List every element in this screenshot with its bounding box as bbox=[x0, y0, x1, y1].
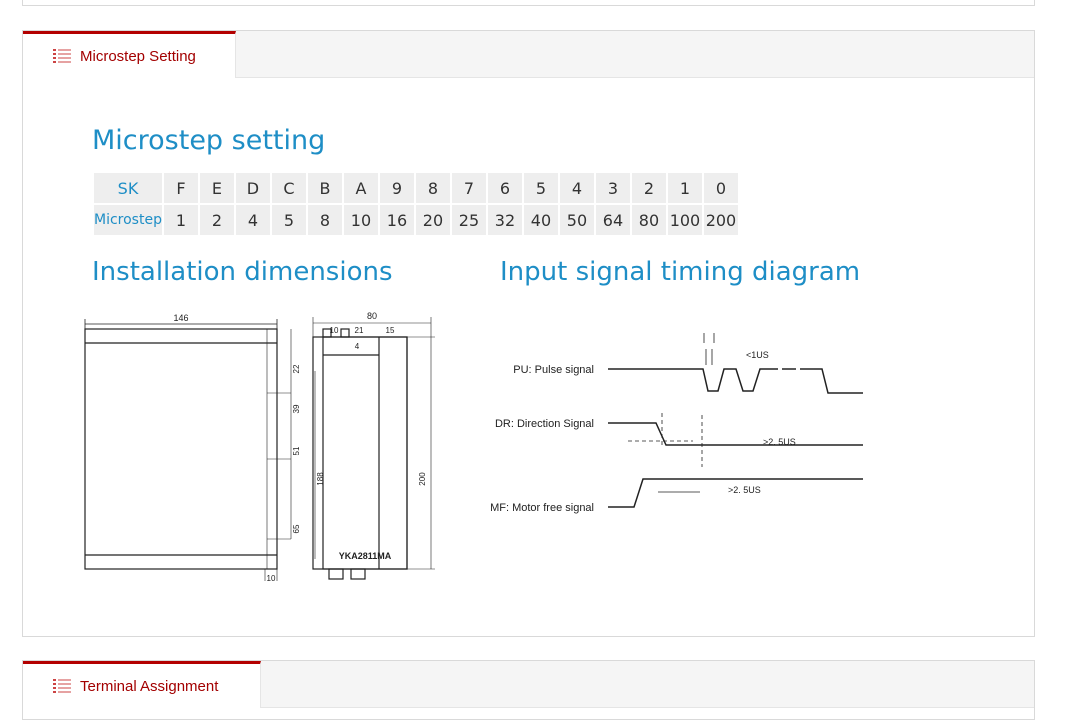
table-cell: 25 bbox=[451, 205, 486, 235]
dim-d: 4 bbox=[355, 342, 360, 351]
previous-panel bbox=[22, 0, 1035, 6]
table-cell: 6 bbox=[487, 173, 522, 203]
table-cell: 5 bbox=[271, 205, 306, 235]
table-cell: 7 bbox=[451, 173, 486, 203]
dim-188: 188 bbox=[316, 472, 325, 486]
model-label: YKA2811MA bbox=[339, 551, 392, 561]
dr-label: DR: Direction Signal bbox=[495, 418, 594, 430]
table-row: SK F E D C B A 9 8 7 6 5 4 3 2 1 0 bbox=[94, 173, 738, 203]
terminal-panel: Terminal Assignment bbox=[22, 660, 1035, 720]
timing-gt25us: >2. 5US bbox=[763, 437, 796, 447]
table-cell: 10 bbox=[343, 205, 378, 235]
table-cell: 200 bbox=[703, 205, 738, 235]
table-cell: A bbox=[343, 173, 378, 203]
dim-a: 10 bbox=[330, 326, 339, 335]
table-row: Microstep 1 2 4 5 8 10 16 20 25 32 40 50… bbox=[94, 205, 738, 235]
dim-c: 15 bbox=[386, 326, 395, 335]
table-cell: 80 bbox=[631, 205, 666, 235]
table-cell: 3 bbox=[595, 173, 630, 203]
timing-diagram: PU: Pulse signal DR: Direction Signal MF… bbox=[490, 333, 863, 514]
table-cell: 9 bbox=[379, 173, 414, 203]
tab-terminal-assignment[interactable]: Terminal Assignment bbox=[23, 661, 261, 708]
table-cell: 50 bbox=[559, 205, 594, 235]
dim-39: 39 bbox=[292, 404, 301, 413]
table-cell: 0 bbox=[703, 173, 738, 203]
installation-dimensions-drawing: 146 80 10 21 15 4 22 39 51 65 188 200 10… bbox=[84, 311, 435, 583]
table-cell: 16 bbox=[379, 205, 414, 235]
table-cell: 20 bbox=[415, 205, 450, 235]
dim-22: 22 bbox=[292, 364, 301, 373]
table-cell: F bbox=[163, 173, 198, 203]
table-cell: E bbox=[199, 173, 234, 203]
table-cell: 8 bbox=[415, 173, 450, 203]
table-cell: 1 bbox=[163, 205, 198, 235]
microstep-table: SK F E D C B A 9 8 7 6 5 4 3 2 1 0 Micro… bbox=[92, 171, 740, 237]
table-cell: 1 bbox=[667, 173, 702, 203]
table-cell: 5 bbox=[523, 173, 558, 203]
dim-10: 10 bbox=[267, 574, 276, 583]
table-cell: 4 bbox=[559, 173, 594, 203]
mf-label: MF: Motor free signal bbox=[490, 502, 594, 514]
table-row-header: SK bbox=[94, 173, 162, 203]
dim-width: 146 bbox=[173, 313, 188, 323]
table-row-header: Microstep bbox=[94, 205, 162, 235]
table-cell: 40 bbox=[523, 205, 558, 235]
dim-65: 65 bbox=[292, 524, 301, 533]
table-cell: 8 bbox=[307, 205, 342, 235]
tab-label: Terminal Assignment bbox=[80, 677, 219, 695]
dim-b: 21 bbox=[355, 326, 364, 335]
table-cell: 100 bbox=[667, 205, 702, 235]
tab-label: Microstep Setting bbox=[80, 47, 196, 65]
installation-heading: Installation dimensions bbox=[92, 257, 393, 287]
table-cell: 2 bbox=[199, 205, 234, 235]
dim-top: 80 bbox=[367, 311, 377, 321]
table-cell: C bbox=[271, 173, 306, 203]
list-icon bbox=[53, 679, 71, 693]
table-cell: 64 bbox=[595, 205, 630, 235]
timing-lt1us: <1US bbox=[746, 350, 769, 360]
table-cell: 32 bbox=[487, 205, 522, 235]
dim-51: 51 bbox=[292, 446, 301, 455]
list-icon bbox=[53, 49, 71, 63]
timing-gt5us: >2. 5US bbox=[728, 485, 761, 495]
table-cell: 2 bbox=[631, 173, 666, 203]
dim-200: 200 bbox=[418, 472, 427, 486]
microstep-panel: Microstep Setting Microstep setting SK F… bbox=[22, 30, 1035, 637]
tab-microstep-setting[interactable]: Microstep Setting bbox=[23, 31, 236, 78]
microstep-heading: Microstep setting bbox=[92, 125, 326, 156]
table-cell: B bbox=[307, 173, 342, 203]
pu-label: PU: Pulse signal bbox=[513, 364, 594, 376]
table-cell: 4 bbox=[235, 205, 270, 235]
signal-heading: Input signal timing diagram bbox=[500, 257, 861, 287]
table-cell: D bbox=[235, 173, 270, 203]
